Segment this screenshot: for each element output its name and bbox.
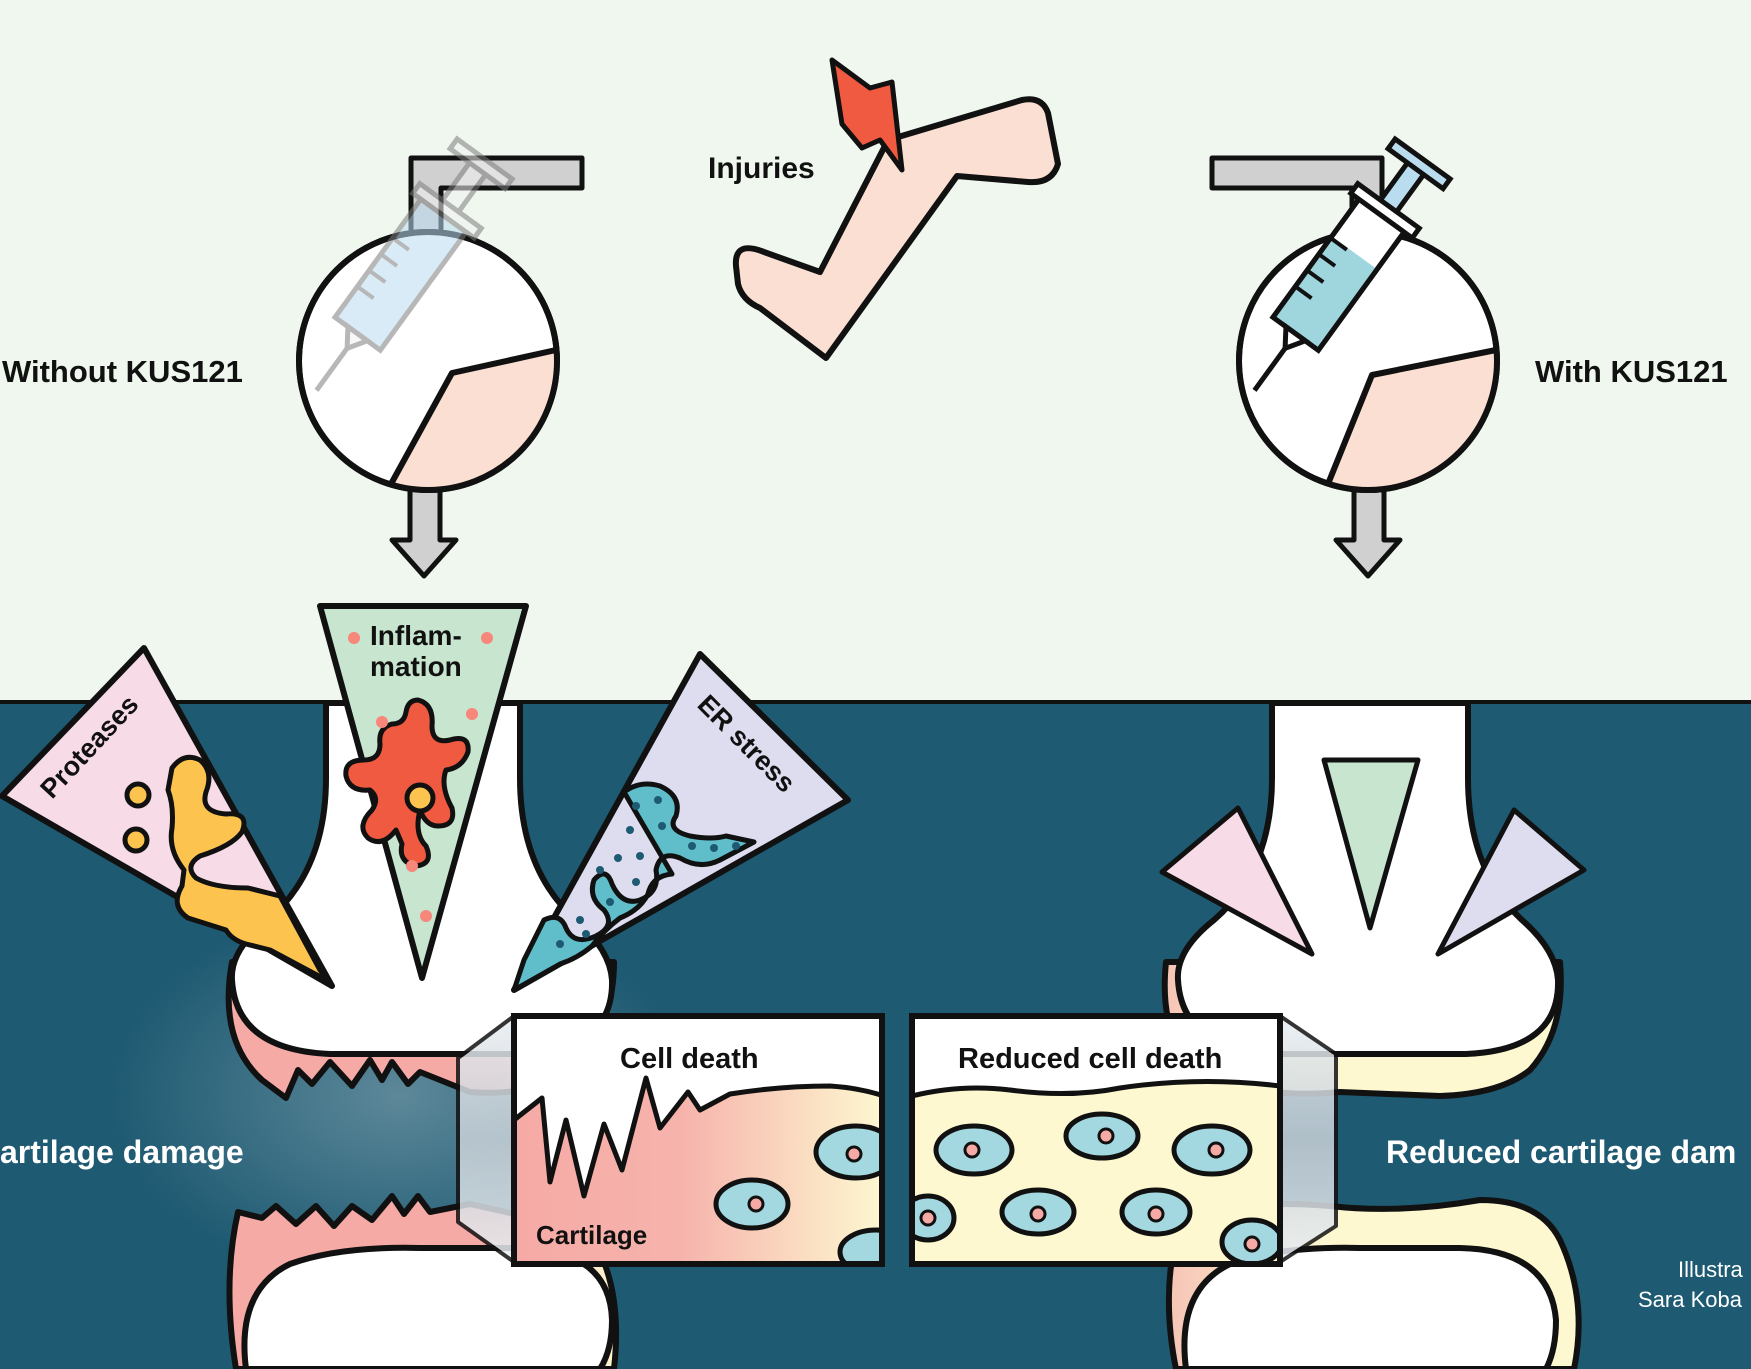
lower-bone-right [1181, 1244, 1559, 1369]
syringe-icon-right [1252, 135, 1454, 392]
syringe-icon-left [314, 135, 516, 392]
magnifier-connector-left [456, 1014, 516, 1264]
reduced-proteases-factor [1159, 805, 1315, 957]
chondrocyte-icon [713, 1123, 881, 1262]
with-kus121-label: With KUS121 [1535, 354, 1728, 389]
proteases-factor: Proteases [0, 645, 335, 989]
healthy-chondrocytes [912, 1111, 1279, 1262]
injuries-label: Injuries [708, 152, 815, 185]
magnifier-connector-right [1278, 1014, 1338, 1264]
credit-line-1: Illustra [1678, 1257, 1744, 1282]
without-kus121-label: Without KUS121 [2, 354, 243, 389]
macrophage-icon [343, 697, 471, 869]
reduced-cartilage-damage-label: Reduced cartilage dam [1386, 1134, 1736, 1170]
reduced-cell-death-title: Reduced cell death [958, 1043, 1222, 1075]
cartilage-damage-label: artilage damage [0, 1134, 244, 1170]
reduced-er-stress-factor [1435, 807, 1587, 957]
cell-death-panel: Cell death Cartilage [511, 1013, 885, 1267]
inflammation-label-line2: mation [370, 651, 462, 682]
lightning-icon [829, 57, 905, 173]
reduced-cell-death-panel: Reduced cell death [909, 1013, 1283, 1267]
credit-line-2: Sara Koba [1638, 1287, 1743, 1312]
inflammation-factor: Inflam- mation [317, 603, 529, 981]
reduced-inflammation-factor [1321, 757, 1421, 931]
cartilage-label: Cartilage [536, 1220, 647, 1250]
inflammation-label-line1: Inflam- [370, 620, 462, 651]
lower-bone-left [241, 1244, 615, 1369]
cell-death-title: Cell death [620, 1043, 759, 1075]
